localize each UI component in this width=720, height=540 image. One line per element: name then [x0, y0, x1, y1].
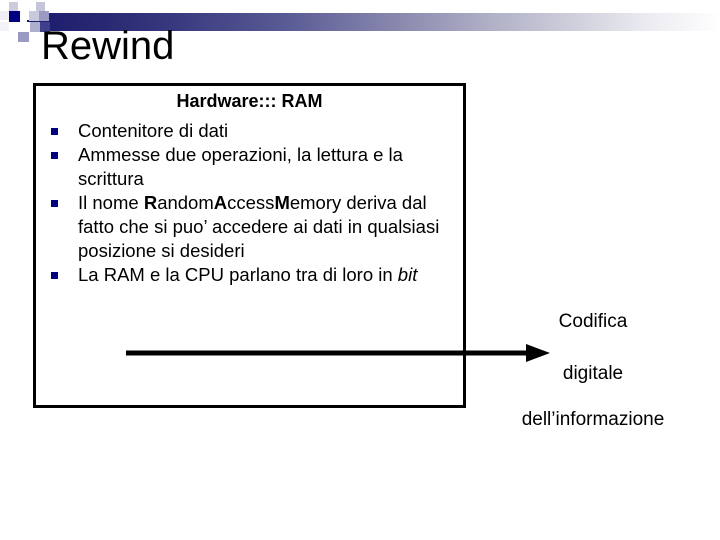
decor-square-0	[9, 2, 18, 11]
bullet-bit: La RAM e la CPU parlano tra di loro in b…	[48, 263, 458, 287]
bullet-operazioni: Ammesse due operazioni, la lettura e la …	[48, 143, 458, 191]
decor-square-10	[20, 22, 30, 32]
bullet-square-icon	[51, 272, 58, 279]
decor-square-12	[40, 22, 50, 32]
decor-square-9	[0, 22, 9, 31]
content-box-heading: Hardware::: RAM	[176, 91, 323, 111]
decor-square-8	[39, 11, 49, 21]
header-gradient-bar	[27, 13, 720, 31]
bullet-text: Contenitore di dati	[78, 120, 229, 141]
bullet-text: Ammesse due operazioni, la lettura e la …	[78, 144, 403, 189]
decor-square-5	[9, 11, 20, 22]
decor-square-6	[20, 11, 29, 20]
bullet-square-icon	[51, 200, 58, 207]
bullet-contenitore: Contenitore di dati	[48, 119, 458, 143]
decor-square-2	[27, 2, 36, 11]
bullet-nome-ram: Il nome RandomAccessMemory deriva dal fa…	[48, 191, 458, 263]
page-title: Rewind	[41, 24, 175, 68]
decor-square-4	[0, 11, 9, 20]
decor-square-3	[36, 2, 45, 11]
bullet-text: Il nome RandomAccessMemory deriva dal fa…	[78, 192, 440, 261]
bullet-square-icon	[51, 128, 58, 135]
right-arrow-icon	[126, 344, 550, 362]
decor-square-1	[18, 2, 27, 11]
bullet-text: La RAM e la CPU parlano tra di loro in b…	[78, 264, 418, 285]
decor-square-13	[18, 32, 29, 42]
bullet-square-icon	[51, 152, 58, 159]
caption-line-2: digitale	[562, 363, 624, 384]
caption-block: Codifica digitale dell’informazione	[466, 296, 720, 440]
decor-square-11	[30, 22, 40, 32]
decor-square-7	[29, 11, 39, 21]
caption-line-3: dell’informazione	[521, 409, 665, 430]
caption-line-1: Codifica	[558, 311, 628, 332]
decor-square-14	[29, 32, 39, 42]
